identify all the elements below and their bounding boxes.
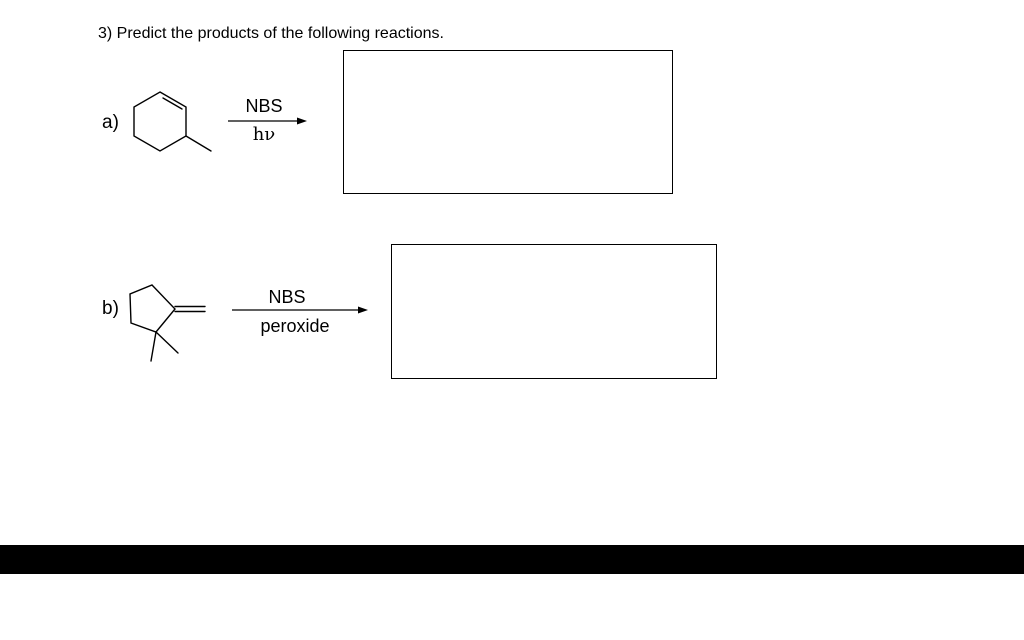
reaction-b-reagent: NBS [268,287,306,307]
reaction-b-answer-box[interactable] [391,244,717,379]
reaction-a-answer-box[interactable] [343,50,673,194]
reaction-a-arrow-icon [228,117,307,125]
3-methylcyclohexene-structure-icon [133,91,212,152]
reaction-b-condition: peroxide [260,316,330,336]
question-heading: 3) Predict the products of the following… [98,25,444,42]
2,2-dimethyl-methylenecyclopentane-structure-icon [129,284,206,362]
footer-black-bar [0,545,1024,574]
reaction-b-arrow-icon [232,306,368,314]
reaction-a-label: a) [102,112,119,133]
reaction-a-condition: hν [252,124,276,145]
reaction-a-reagent: NBS [245,96,283,116]
reaction-b-label: b) [102,298,119,319]
